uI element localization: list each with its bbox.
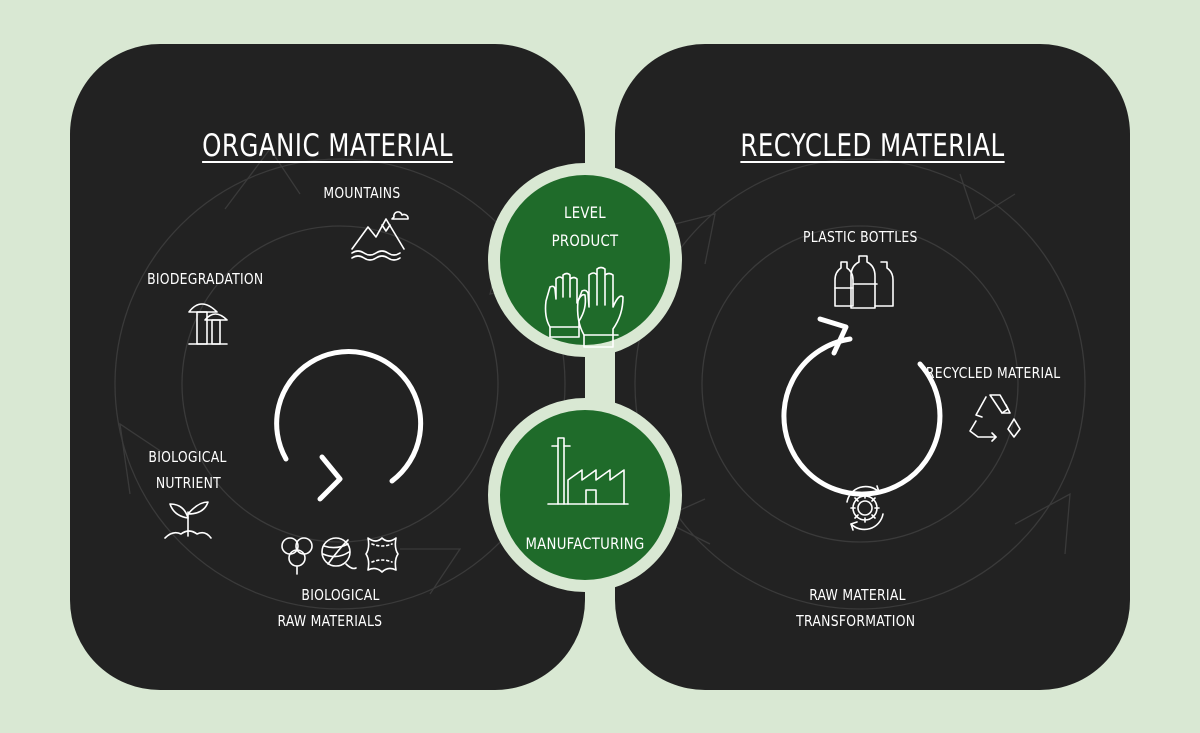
- cycle-arrow-icon: [781, 316, 943, 497]
- sprout-icon: [164, 501, 212, 539]
- label-mountains: MOUNTAINS: [323, 184, 401, 202]
- level-product-label-2: PRODUCT: [551, 231, 619, 250]
- label-biological-raw-2: RAW MATERIALS: [277, 612, 383, 630]
- mushroom-icon: [188, 303, 228, 345]
- label-raw-material-1: RAW MATERIAL: [809, 586, 906, 604]
- level-product-circle: LEVEL PRODUCT: [488, 163, 682, 357]
- panel-title: ORGANIC MATERIAL: [202, 128, 453, 164]
- plastic-bottles-icon: [834, 255, 894, 309]
- manufacturing-label: MANUFACTURING: [525, 534, 645, 553]
- label-plastic-bottles: PLASTIC BOTTLES: [802, 228, 918, 246]
- cotton-icon: [281, 537, 313, 575]
- level-product-label-1: LEVEL: [564, 203, 606, 222]
- yarn-ball-icon: [321, 537, 357, 570]
- mountain-icon: [351, 211, 409, 261]
- manufacturing-circle: MANUFACTURING: [488, 398, 682, 592]
- panel-title: RECYCLED MATERIAL: [740, 128, 1005, 164]
- label-biodegradation: BIODEGRADATION: [147, 270, 264, 288]
- gloves-icon: [544, 266, 624, 348]
- label-recycled-material: RECYCLED MATERIAL: [925, 364, 1061, 382]
- recycle-icon: [969, 394, 1021, 442]
- label-biological-nutrient-2: NUTRIENT: [155, 474, 221, 492]
- cycle-arrow-icon: [274, 349, 424, 502]
- label-raw-material-2: TRANSFORMATION: [796, 612, 916, 630]
- factory-icon: [547, 437, 629, 505]
- recycled-cycle-background: [634, 158, 1086, 610]
- gear-cycle-icon: [846, 485, 884, 531]
- label-biological-nutrient-1: BIOLOGICAL: [148, 448, 227, 466]
- recycled-material-panel: RECYCLED MATERIAL PLASTIC BOTTLES RECYCL…: [615, 44, 1130, 690]
- organic-material-panel: ORGANIC MATERIAL MOUNTAINS BIODEGRADATIO…: [70, 44, 585, 690]
- label-biological-raw-1: BIOLOGICAL: [301, 586, 380, 604]
- leather-icon: [365, 537, 399, 573]
